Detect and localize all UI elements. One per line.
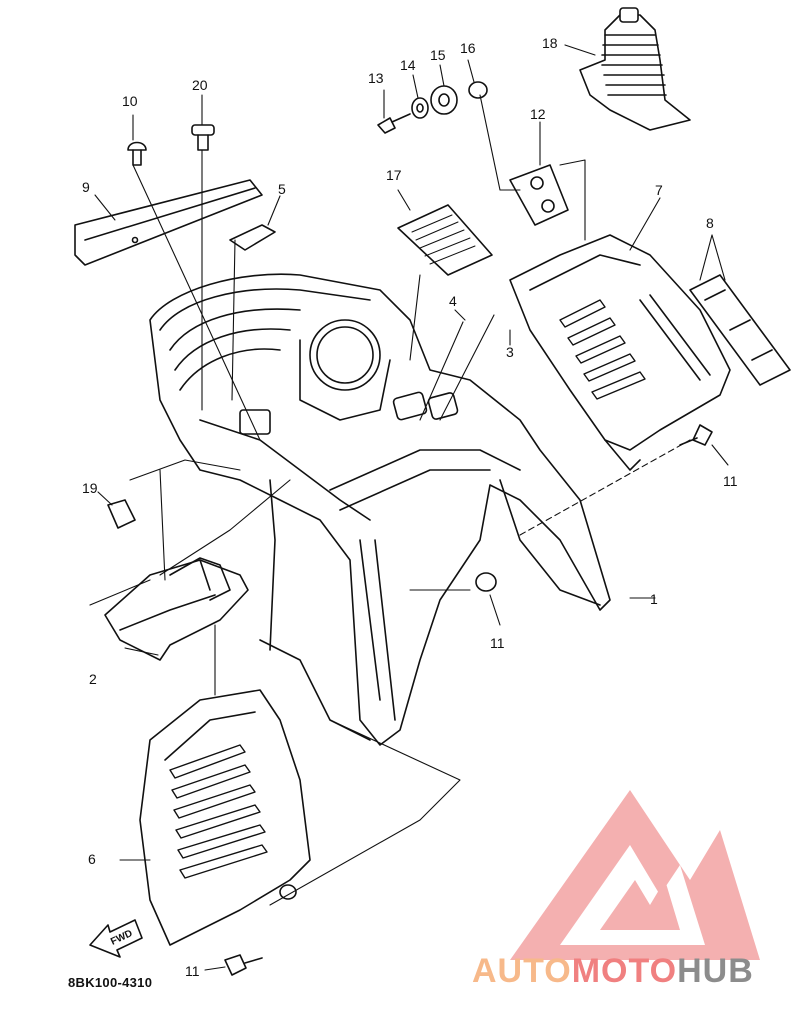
callout-13: 13 <box>368 70 384 86</box>
decal-plate-part-17 <box>397 204 493 276</box>
bolt-part-11-right <box>679 424 713 446</box>
lower-panel-part-2 <box>104 557 249 661</box>
left-side-panel-part-6 <box>139 689 311 946</box>
callout-9: 9 <box>82 179 90 195</box>
upper-strip-part-9 <box>74 179 263 266</box>
right-side-panel-part-7 <box>509 234 731 471</box>
callout-11-center: 11 <box>490 635 505 651</box>
callout-14: 14 <box>400 57 416 73</box>
clip-part-5 <box>229 224 276 251</box>
bolt-part-11-center <box>475 572 497 592</box>
callout-12: 12 <box>530 106 546 122</box>
callout-1: 1 <box>650 591 658 607</box>
callout-15: 15 <box>430 47 446 63</box>
callout-20: 20 <box>192 77 208 93</box>
clip-part-19 <box>107 499 136 529</box>
watermark-auto: AUTO <box>472 952 572 990</box>
callout-5: 5 <box>278 181 286 197</box>
callout-10: 10 <box>122 93 138 109</box>
callout-17: 17 <box>386 167 402 183</box>
rubber-strip-part-8 <box>689 274 791 386</box>
callout-8: 8 <box>706 215 714 231</box>
front-cowl-part-1 <box>149 273 611 746</box>
bolt-part-13 <box>377 113 411 134</box>
washer-part-14 <box>411 97 429 119</box>
leader-lines <box>89 44 729 971</box>
callout-11-bottom: 11 <box>185 963 200 979</box>
watermark-hub: HUB <box>677 952 754 990</box>
callout-19: 19 <box>82 480 98 496</box>
callout-2: 2 <box>89 671 97 687</box>
callout-11-right: 11 <box>723 473 738 489</box>
callout-4: 4 <box>449 293 457 309</box>
watermark-moto: MOTO <box>571 952 678 990</box>
bolt-part-11-bottom <box>224 954 263 976</box>
bracket-part-12 <box>509 164 569 226</box>
callout-7: 7 <box>655 182 663 198</box>
callout-6: 6 <box>88 851 96 867</box>
part-code-label: 8BK100-4310 <box>68 975 153 990</box>
automotohub-logo-mark <box>510 790 760 960</box>
collar-part-16 <box>468 81 488 99</box>
fastener-part-20 <box>191 124 215 151</box>
fastener-part-10 <box>127 141 147 166</box>
callout-16: 16 <box>460 40 476 56</box>
callout-3: 3 <box>506 344 514 360</box>
fwd-arrow-icon: FWD <box>89 919 143 958</box>
callout-18: 18 <box>542 35 558 51</box>
grommet-part-6 <box>279 884 297 900</box>
grommet-part-15 <box>430 85 458 115</box>
automotohub-watermark: AUTOMOTOHUB <box>472 952 754 991</box>
bellows-boot-part-18 <box>579 7 691 131</box>
